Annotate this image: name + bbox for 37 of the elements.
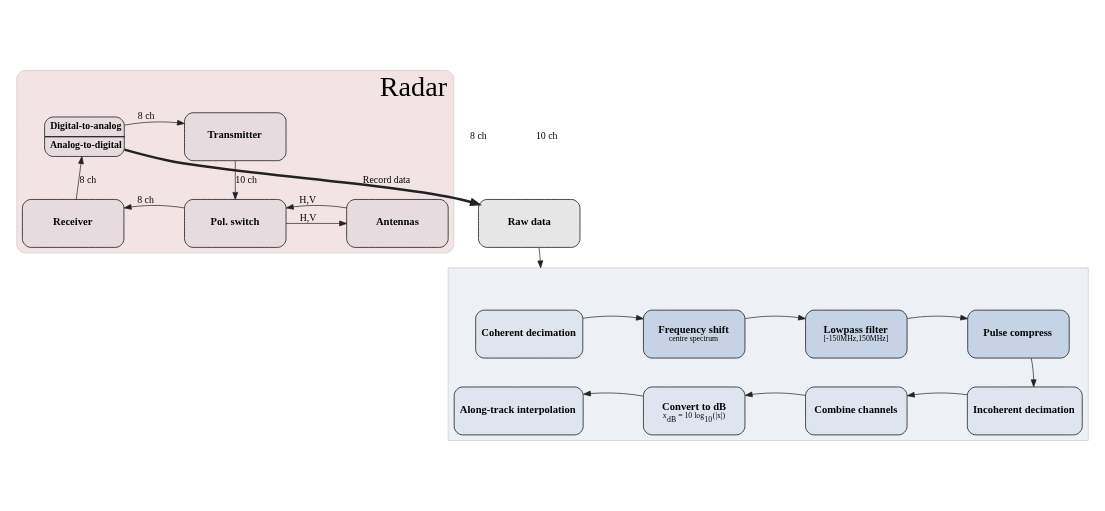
node-box: Combine channels <box>805 386 908 436</box>
arrow <box>744 314 806 321</box>
arrow <box>583 390 644 397</box>
arrow <box>124 148 482 206</box>
arrow <box>123 204 185 210</box>
arrow <box>744 391 806 398</box>
node-box: Frequency shift centre spectrum <box>643 309 746 359</box>
node-box: Antennas <box>346 199 449 248</box>
arrow <box>906 314 968 321</box>
node-box: Coherent decimation <box>475 309 584 359</box>
node-box: Lowpass filter [-150MHz,150MHz] <box>805 309 908 359</box>
edge-label: H,V <box>299 211 317 223</box>
node-box: Pulse compress <box>967 309 1070 359</box>
arrow <box>285 220 347 227</box>
arrow <box>537 247 544 269</box>
label: 8 ch <box>470 130 487 142</box>
node-box: Raw data <box>478 199 581 248</box>
arrow <box>285 204 347 210</box>
arrow <box>906 391 968 398</box>
node-box: Transmitter <box>184 112 287 162</box>
cluster <box>447 267 1089 441</box>
node-box: Receiver <box>22 199 125 248</box>
edge-label: 8 ch <box>137 110 155 122</box>
arrow <box>582 314 644 321</box>
node-box: Incoherent decimation <box>967 386 1083 436</box>
label: 10 ch <box>535 130 558 142</box>
arrow <box>1030 357 1037 388</box>
edge-label: 8 ch <box>79 173 97 185</box>
edge-label: Record data <box>362 173 411 185</box>
node-box: Pol. switch <box>184 199 287 248</box>
edge-label: H,V <box>299 193 317 205</box>
arrow <box>124 119 185 126</box>
edge-label: 10 ch <box>235 173 257 185</box>
arrow <box>75 156 84 200</box>
edge-label: 8 ch <box>137 193 154 205</box>
node-box: Along-track interpolation <box>453 386 584 436</box>
arrow <box>232 160 239 200</box>
